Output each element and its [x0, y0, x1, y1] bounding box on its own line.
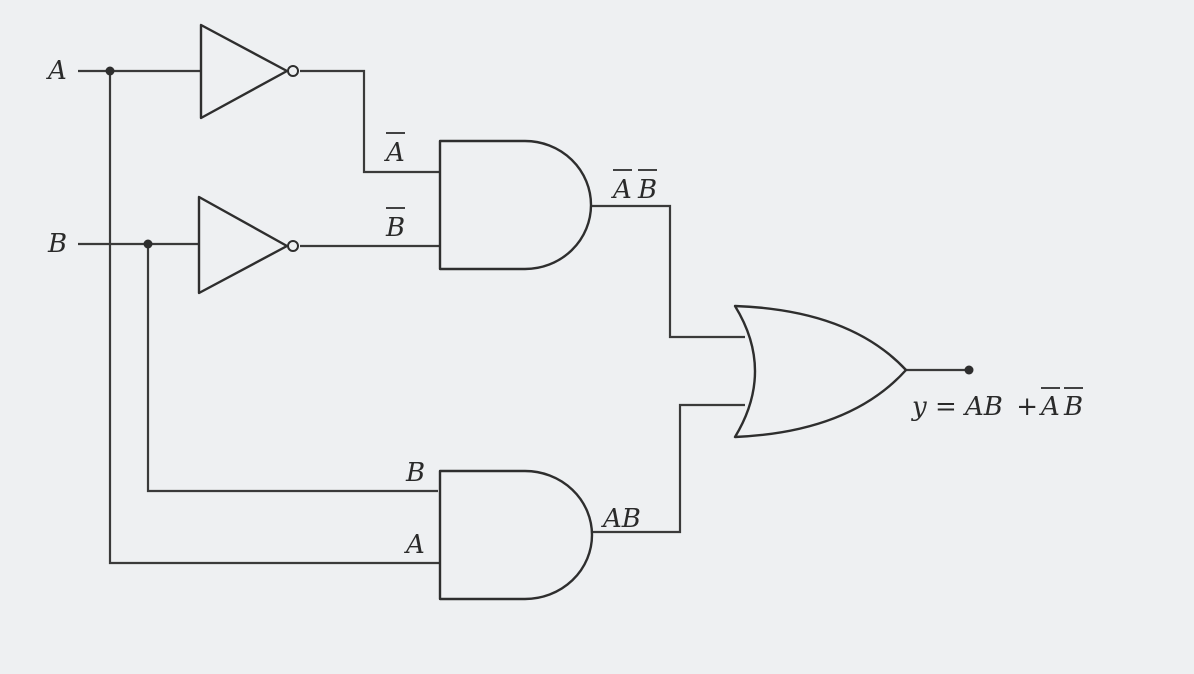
output-expression: y = AB + A B — [911, 387, 1083, 422]
and-gate-top — [438, 139, 593, 271]
output-expr-term1: AB — [963, 392, 1003, 422]
label-input-b: B — [47, 229, 67, 259]
not-gate-b — [197, 195, 299, 295]
wire-and-bottom-out — [592, 403, 745, 534]
output-expr-term2-b: B — [1063, 392, 1083, 422]
wire-b-branch — [146, 244, 438, 493]
and-gate-bottom — [438, 469, 594, 601]
wire-a-branch — [108, 71, 440, 565]
junction-dot-a — [105, 66, 115, 76]
label-and-bottom-in-a: A — [404, 530, 425, 560]
label-and-top-out-a: A — [611, 175, 632, 205]
wire-and-top-out — [592, 204, 745, 339]
label-not-b: B — [385, 213, 405, 243]
output-expr-plus: + — [1008, 392, 1046, 422]
label-and-bottom-out: AB — [601, 504, 641, 534]
output-expr-lhs: y = — [911, 392, 965, 422]
output-expr-term2-a: A — [1039, 392, 1060, 422]
wire-not-a — [300, 69, 440, 174]
label-input-a: A — [46, 56, 67, 86]
junction-dot-b — [143, 239, 153, 249]
or-gate — [733, 304, 908, 439]
label-and-bottom-in-b: B — [405, 458, 425, 488]
output-terminal-dot — [964, 365, 974, 375]
wires — [78, 69, 968, 565]
label-and-top-out-b: B — [637, 175, 657, 205]
label-not-a: A — [384, 138, 405, 168]
not-gate-a — [199, 23, 299, 120]
